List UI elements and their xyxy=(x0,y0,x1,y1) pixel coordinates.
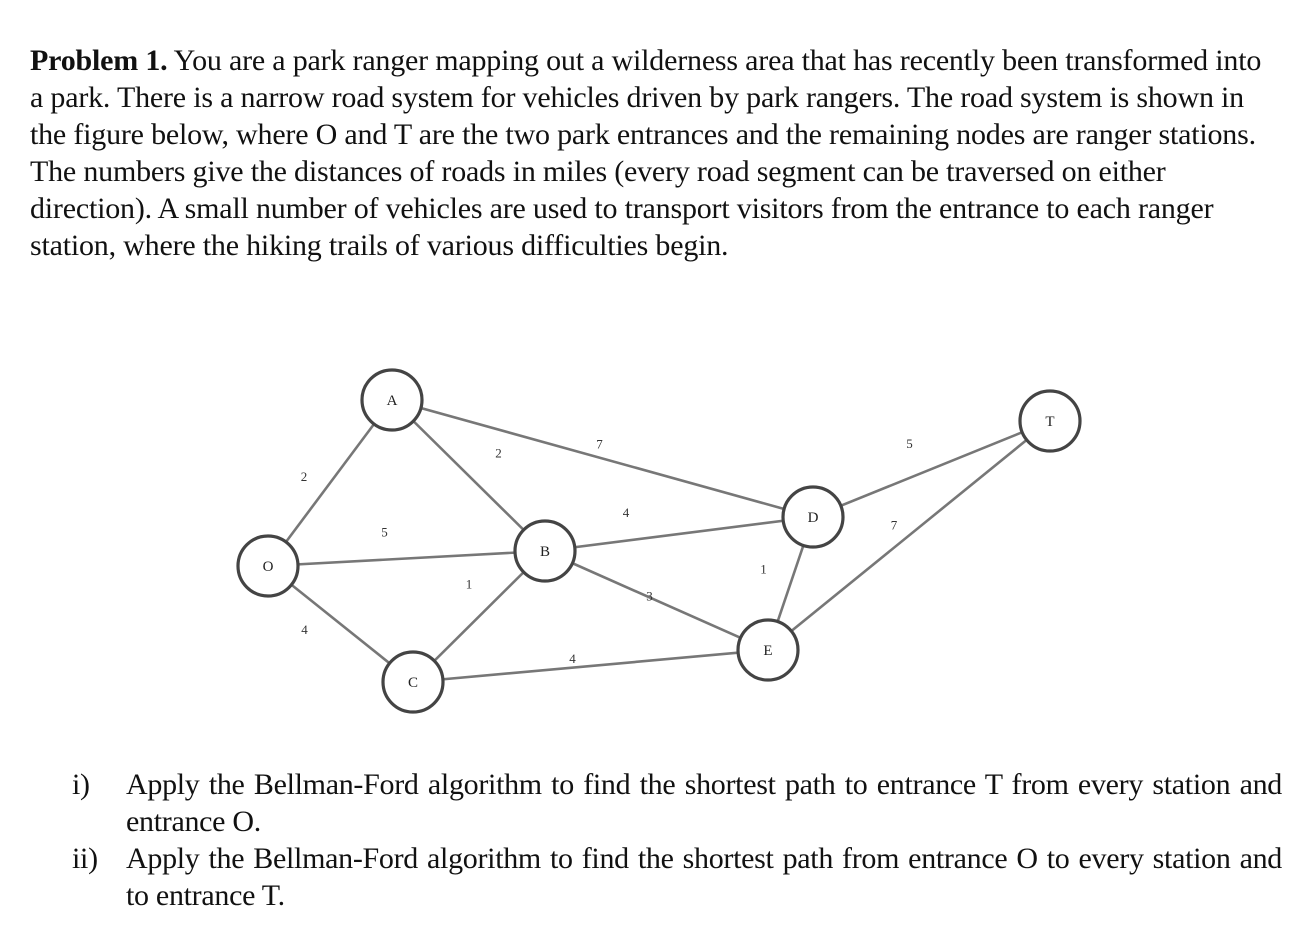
edge-weight-label: 7 xyxy=(891,518,898,533)
node-e: E xyxy=(736,618,800,682)
node-label: B xyxy=(540,544,550,560)
node-label: E xyxy=(763,643,772,659)
node-circle xyxy=(781,485,845,549)
edge-e-t xyxy=(767,419,1051,652)
node-c: C xyxy=(381,650,445,714)
question-text: Apply the Bellman-Ford algorithm to find… xyxy=(126,842,1282,912)
edge-weight-label: 1 xyxy=(466,577,473,592)
node-circle xyxy=(736,618,800,682)
edge-weight-label: 4 xyxy=(569,651,576,666)
node-circle xyxy=(513,519,577,583)
node-d: D xyxy=(781,485,845,549)
node-circle xyxy=(1018,389,1082,453)
node-circle xyxy=(381,650,445,714)
node-label: C xyxy=(408,675,418,691)
node-b: B xyxy=(513,519,577,583)
problem-body: You are a park ranger mapping out a wild… xyxy=(30,44,1262,262)
node-label: A xyxy=(387,393,398,409)
edge-weight-label: 5 xyxy=(906,436,913,451)
edge-weight-label: 5 xyxy=(381,525,388,540)
edge-a-d xyxy=(391,398,814,519)
edge-weight-label: 2 xyxy=(301,469,308,484)
edge-d-t xyxy=(812,419,1051,519)
question-item: i) Apply the Bellman-Ford algorithm to f… xyxy=(72,766,1282,840)
problem-statement: Problem 1. You are a park ranger mapping… xyxy=(30,42,1280,264)
edge-weight-label: 3 xyxy=(646,589,653,604)
node-o: O xyxy=(236,534,300,598)
node-a: A xyxy=(360,368,424,432)
edge-weight-label: 2 xyxy=(495,446,502,461)
edge-weight-label: 7 xyxy=(596,437,603,452)
node-circle xyxy=(360,368,424,432)
edge-o-a xyxy=(266,399,394,567)
node-label: O xyxy=(263,559,274,575)
node-label: T xyxy=(1045,414,1054,430)
question-text: Apply the Bellman-Ford algorithm to find… xyxy=(126,768,1282,838)
edge-c-e xyxy=(412,648,769,684)
edge-a-b xyxy=(391,399,546,552)
node-label: D xyxy=(808,510,819,526)
question-list: i) Apply the Bellman-Ford algorithm to f… xyxy=(72,766,1282,914)
node-t: T xyxy=(1018,389,1082,453)
question-item: ii) Apply the Bellman-Ford algorithm to … xyxy=(72,840,1282,914)
edge-b-e xyxy=(544,549,769,652)
question-number: i) xyxy=(72,768,90,801)
edge-weight-label: 4 xyxy=(301,622,308,637)
edge-b-d xyxy=(544,515,814,553)
question-number: ii) xyxy=(72,842,98,875)
node-circle xyxy=(236,534,300,598)
edge-weight-label: 1 xyxy=(760,562,767,577)
edge-weight-label: 4 xyxy=(623,505,630,520)
problem-heading: Problem 1. xyxy=(30,44,168,77)
edge-o-b xyxy=(267,549,546,568)
